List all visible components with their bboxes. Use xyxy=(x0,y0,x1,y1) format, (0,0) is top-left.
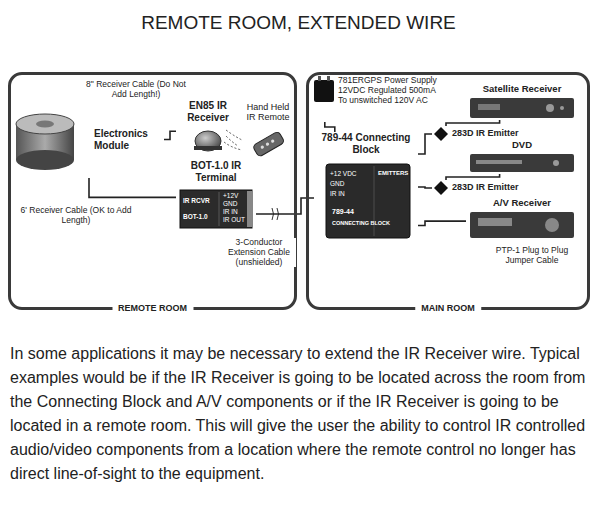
cable-connector xyxy=(446,174,500,180)
node-text: Hand Held IR Remote xyxy=(244,102,292,123)
cable-connector xyxy=(446,120,500,126)
cable-label: PTP-1 Plug to Plug Jumper Cable xyxy=(484,246,580,266)
part-label: EMITTERS xyxy=(378,170,408,177)
caption-text: In some applications it may be necessary… xyxy=(10,342,590,486)
cable-connector xyxy=(418,221,466,225)
cable-label: 6' Receiver Cable (OK to Add Length) xyxy=(16,206,136,226)
ir-terminal-drawing xyxy=(180,190,252,228)
part-label: 789-44 xyxy=(332,208,354,216)
cable-label: 3-Conductor Extension Cable (unshielded) xyxy=(222,238,296,267)
part-label: IR IN xyxy=(330,190,345,197)
cable-connector xyxy=(418,187,432,188)
part-label: BOT-1.0 xyxy=(183,213,208,220)
remote-control-drawing xyxy=(252,131,284,157)
part-label: +12 VDC xyxy=(330,170,357,177)
part-label: CONNECTING BLOCK xyxy=(332,220,390,226)
region-label: REMOTE ROOM xyxy=(112,303,193,314)
power-supply-drawing xyxy=(314,76,334,102)
ir-receiver-drawing xyxy=(194,131,222,151)
dvd-player-drawing xyxy=(470,154,574,172)
cable-connector xyxy=(325,122,335,132)
cable-label: 8" Receiver Cable (Do Not Add Length!) xyxy=(80,80,192,100)
cable-connector xyxy=(418,134,432,154)
node-text: Electronics Module xyxy=(94,128,164,151)
device-label: Satellite Receiver xyxy=(466,84,578,120)
node-text: 283D IR Emitter xyxy=(452,182,572,192)
region-label: MAIN ROOM xyxy=(415,303,481,314)
room-region: MAIN ROOM781ERGPS Power Supply 12VDC Reg… xyxy=(306,72,590,310)
node-text: 789-44 Connecting Block xyxy=(314,132,418,155)
device-label: 781ERGPS Power Supply 12VDC Regulated 50… xyxy=(312,76,440,122)
node-text: EN85 IR Receiver xyxy=(176,100,240,123)
part-label: GND xyxy=(223,200,237,207)
ir-signal-rays xyxy=(224,130,242,150)
emitter-label: 283D IR Emitter xyxy=(432,180,572,196)
device-label: EN85 IR Receiver xyxy=(176,100,240,152)
av-receiver-drawing xyxy=(470,212,574,238)
part-label: +12V xyxy=(223,192,238,199)
part-label: GND xyxy=(330,180,344,187)
cable-connector xyxy=(89,178,176,197)
node-text: 283D IR Emitter xyxy=(452,128,572,138)
part-label: IR RCVR xyxy=(183,197,210,204)
device-label: DVD xyxy=(466,140,578,174)
node-text: Satellite Receiver xyxy=(466,84,578,95)
satellite-receiver-drawing xyxy=(470,98,574,118)
node-text: 781ERGPS Power Supply 12VDC Regulated 50… xyxy=(338,76,440,105)
ir-emitter-drawing xyxy=(434,127,448,195)
diagram-title: REMOTE ROOM, EXTENDED WIRE xyxy=(0,12,597,34)
connecting-block-drawing xyxy=(326,164,410,238)
device-label: Hand Held IR Remote xyxy=(244,102,292,160)
electronics-module-drawing xyxy=(16,114,74,170)
device-label: Electronics Module xyxy=(14,108,164,178)
device-label: A/V Receiver xyxy=(466,198,578,240)
node-text: BOT-1.0 IR Terminal xyxy=(176,160,256,183)
room-region: REMOTE ROOMEN85 IR ReceiverElectronics M… xyxy=(8,72,297,310)
node-text: DVD xyxy=(466,140,578,151)
cable-connector xyxy=(164,131,176,139)
emitter-label: 283D IR Emitter xyxy=(432,126,572,142)
part-label: IR OUT xyxy=(223,216,245,223)
part-label: IR IN xyxy=(223,208,238,215)
node-text: A/V Receiver xyxy=(466,198,578,209)
